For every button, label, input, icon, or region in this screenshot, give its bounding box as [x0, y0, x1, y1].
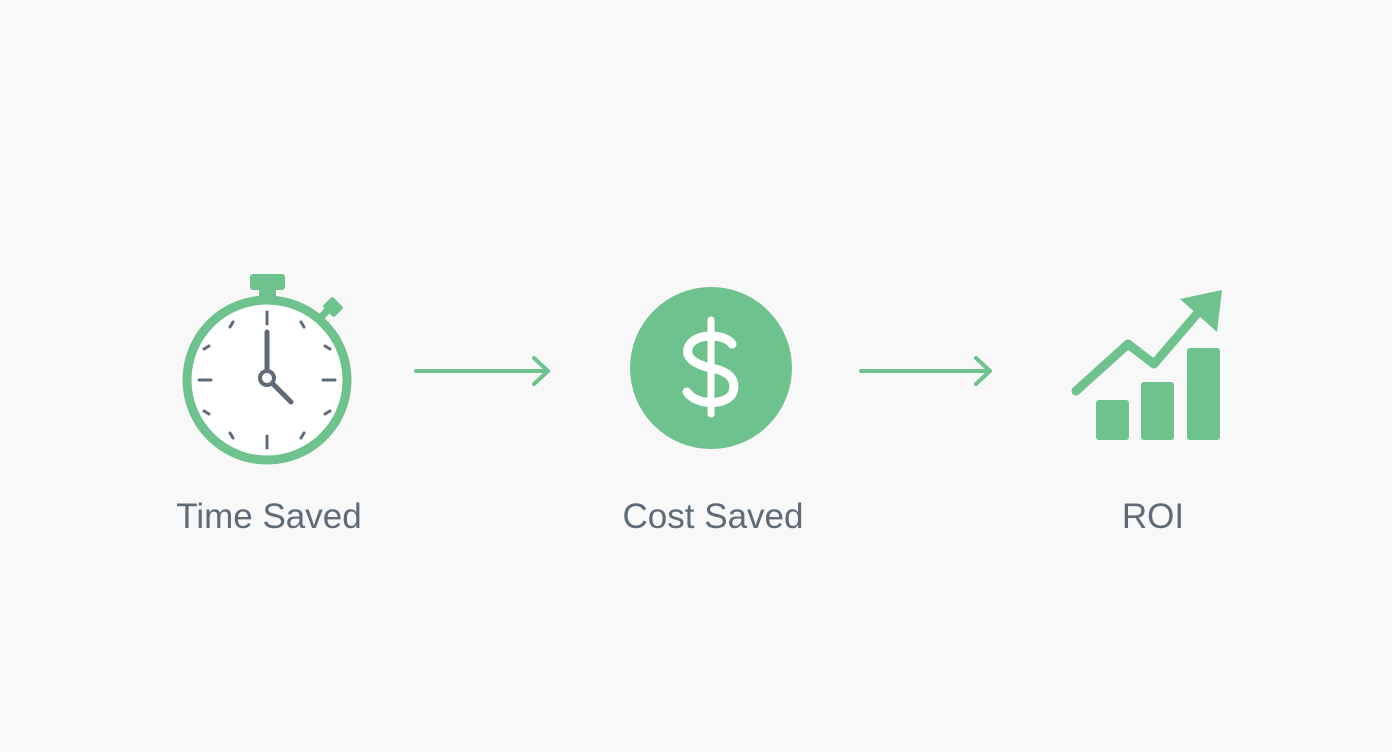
step-label-cost-saved: Cost Saved — [622, 497, 804, 536]
growth-chart-icon — [1071, 290, 1222, 440]
stopwatch-icon — [182, 274, 352, 465]
step-label-roi: ROI — [1121, 497, 1185, 536]
step-label-time-saved: Time Saved — [176, 497, 362, 536]
arrow-right-icon — [414, 356, 550, 386]
arrow-right-icon — [859, 356, 992, 386]
dollar-coin-icon — [630, 287, 792, 449]
